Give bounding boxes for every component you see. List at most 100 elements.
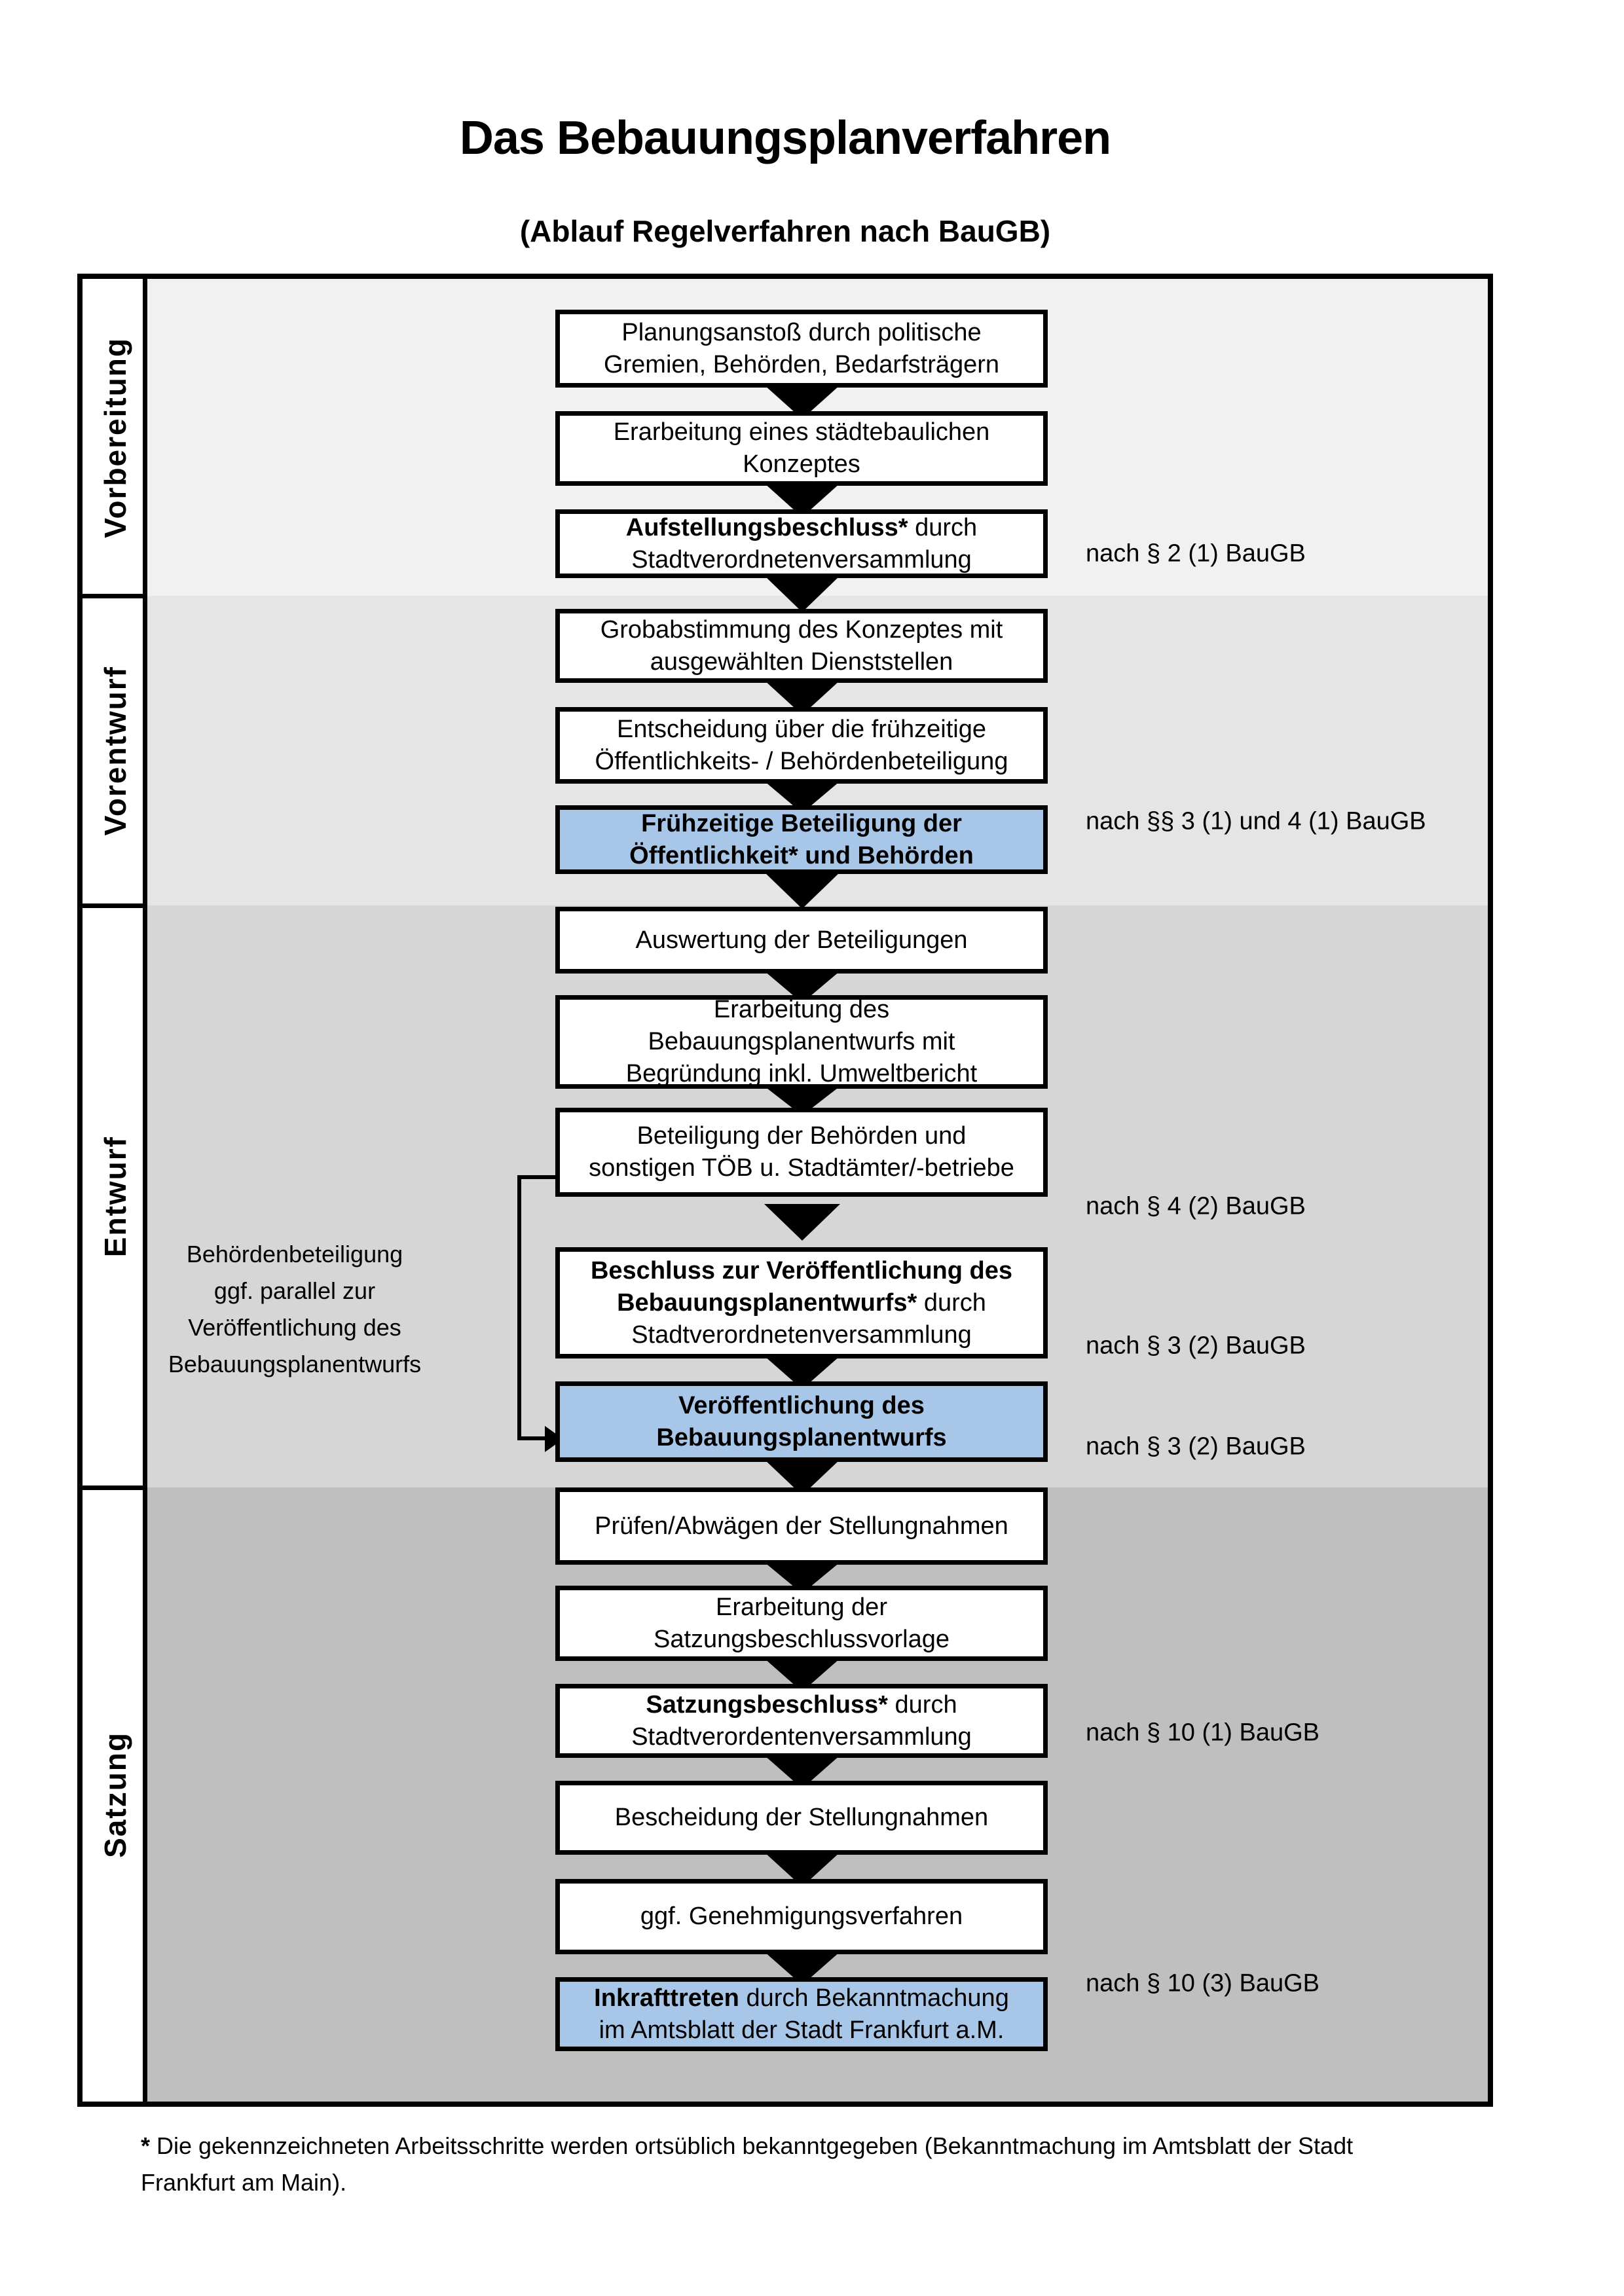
parallel-note-line: Bebauungsplanentwurfs [168, 1351, 422, 1377]
phase-label-vorentwurf: Vorentwurf [83, 596, 147, 905]
box-line: Bebauungsplanentwurfs mit [560, 1026, 1043, 1058]
legal-reference-text: nach § 4 (2) BauGB [1086, 1192, 1306, 1220]
box-text: Erarbeitung der [716, 1593, 887, 1621]
box-text: Veröffentlichung des [678, 1391, 925, 1419]
legal-reference-text: nach § 3 (2) BauGB [1086, 1332, 1306, 1360]
box-line: Aufstellungsbeschluss* durch [560, 512, 1043, 544]
box-text: Bebauungsplanentwurfs mit [648, 1028, 955, 1055]
phase-label-text: Entwurf [98, 1135, 132, 1258]
phase-label-satzung: Satzung [83, 1487, 147, 2102]
box-text: Erarbeitung des [713, 996, 890, 1023]
box-line: Öffentlichkeit* und Behörden [560, 840, 1043, 872]
box-text: Beschluss zur Veröffentlichung des [590, 1256, 1013, 1285]
box-line: Stadtverordnetenversammlung [560, 544, 1043, 576]
box-line: Auswertung der Beteiligungen [560, 924, 1043, 957]
legal-reference-text: nach § 3 (2) BauGB [1086, 1432, 1306, 1461]
box-text: Beteiligung der Behörden und [637, 1122, 967, 1150]
box-text: Prüfen/Abwägen der Stellungnahmen [595, 1512, 1008, 1540]
box-text: Bescheidung der Stellungnahmen [614, 1804, 989, 1831]
box-line: Öffentlichkeits- / Behördenbeteiligung [560, 746, 1043, 778]
box-line: Entscheidung über die frühzeitige [560, 714, 1043, 746]
box-line: Begründung inkl. Umweltbericht [560, 1058, 1043, 1090]
box-line: Planungsanstoß durch politische [560, 317, 1043, 349]
box-line: Konzeptes [560, 448, 1043, 481]
box-text: Stadtverordnetenversammlung [631, 545, 972, 574]
flow-box-behoerdenbeteiligung: Beteiligung der Behörden und sonstigen TÖ… [555, 1108, 1048, 1197]
phase-label-text: Vorbereitung [98, 337, 132, 538]
page-title: Das Bebauungsplanverfahren [459, 112, 1111, 164]
box-text: Bebauungsplanentwurfs [656, 1423, 947, 1451]
box-line: ggf. Genehmigungsverfahren [560, 1901, 1043, 1933]
phase-label-column [83, 279, 147, 2102]
box-text: Inkrafttreten [594, 1984, 739, 2012]
box-line: sonstigen TÖB u. Stadtämter/-betriebe [560, 1152, 1043, 1184]
box-text: Bebauungsplanentwurfs* [617, 1288, 917, 1317]
box-text: durch Bekanntmachung [739, 1984, 1009, 2012]
box-text: Planungsanstoß durch politische [621, 318, 982, 346]
box-line: Erarbeitung des [560, 994, 1043, 1026]
box-text: durch [908, 513, 978, 541]
box-line: ausgewählten Dienststellen [560, 646, 1043, 678]
box-line: Grobabstimmung des Konzeptes mit [560, 614, 1043, 646]
legal-reference: nach §§ 3 (1) und 4 (1) BauGB [1086, 808, 1426, 836]
legal-reference: nach § 10 (3) BauGB [1086, 1970, 1320, 1998]
flow-box-bescheidung-stellungnahmen: Bescheidung der Stellungnahmen [555, 1781, 1048, 1855]
phase-label-text: Satzung [98, 1731, 132, 1858]
phase-divider [83, 1485, 147, 1490]
legal-reference: nach § 3 (2) BauGB [1086, 1433, 1306, 1461]
box-line: Satzungsbeschluss* durch [560, 1689, 1043, 1721]
flow-box-auswertung-beteiligungen: Auswertung der Beteiligungen [555, 907, 1048, 974]
box-text: Entscheidung über die frühzeitige [616, 715, 987, 743]
phase-divider [83, 594, 147, 598]
box-line: Bebauungsplanentwurfs [560, 1422, 1043, 1454]
phase-label-vorbereitung: Vorbereitung [83, 279, 147, 596]
box-line: Stadtverordnetenversammlung [560, 1319, 1043, 1351]
box-text: Grobabstimmung des Konzeptes mit [600, 615, 1003, 644]
legal-reference-text: nach § 10 (3) BauGB [1086, 1969, 1320, 1997]
box-text: Öffentlichkeits- / Behördenbeteiligung [595, 747, 1008, 775]
box-line: Frühzeitige Beteiligung der [560, 808, 1043, 840]
box-line: Inkrafttreten durch Bekanntmachung [560, 1982, 1043, 2014]
legal-reference: nach § 10 (1) BauGB [1086, 1719, 1320, 1747]
box-line: Beteiligung der Behörden und [560, 1120, 1043, 1152]
box-line: Beschluss zur Veröffentlichung des [560, 1255, 1043, 1287]
box-text: Auswertung der Beteiligungen [635, 926, 968, 954]
box-text: Frühzeitige Beteiligung der [641, 809, 962, 837]
box-text: Aufstellungsbeschluss* [625, 513, 908, 541]
footnote: * Die gekennzeichneten Arbeitsschritte w… [141, 2128, 1542, 2201]
legal-reference-text: nach § 10 (1) BauGB [1086, 1719, 1320, 1747]
box-text: Öffentlichkeit* und Behörden [629, 841, 974, 869]
parallel-note-line: Behördenbeteiligung [186, 1241, 403, 1267]
box-text: Stadtverordnetenversammlung [631, 1321, 972, 1349]
footnote-asterisk: * [141, 2132, 151, 2159]
footnote-line-2: Frankfurt am Main). [141, 2169, 347, 2196]
parallel-note-line: Veröffentlichung des [188, 1314, 401, 1341]
page-subtitle: (Ablauf Regelverfahren nach BauGB) [519, 214, 1051, 248]
parallel-note: Behördenbeteiligung ggf. parallel zur Ve… [167, 1236, 422, 1383]
legal-reference: nach § 4 (2) BauGB [1086, 1193, 1306, 1221]
box-text: Begründung inkl. Umweltbericht [625, 1060, 978, 1087]
box-text: Satzungsbeschlussvorlage [653, 1625, 950, 1653]
box-text: sonstigen TÖB u. Stadtämter/-betriebe [589, 1154, 1014, 1182]
box-line: Satzungsbeschlussvorlage [560, 1624, 1043, 1656]
parallel-path-connector [517, 1175, 555, 1440]
box-text: im Amtsblatt der Stadt Frankfurt a.M. [599, 2016, 1005, 2044]
box-line: Veröffentlichung des [560, 1390, 1043, 1422]
legal-reference: nach § 3 (2) BauGB [1086, 1332, 1306, 1360]
phase-label-text: Vorentwurf [98, 665, 132, 836]
footnote-text: Die gekennzeichneten Arbeitsschritte wer… [150, 2132, 1354, 2159]
box-text: durch [917, 1288, 986, 1317]
arrow-down-icon [764, 872, 840, 909]
legal-reference: nach § 2 (1) BauGB [1086, 540, 1306, 568]
box-line: Prüfen/Abwägen der Stellungnahmen [560, 1510, 1043, 1542]
box-line: Bebauungsplanentwurfs* durch [560, 1287, 1043, 1319]
box-text: Erarbeitung eines städtebaulichen [613, 418, 990, 446]
